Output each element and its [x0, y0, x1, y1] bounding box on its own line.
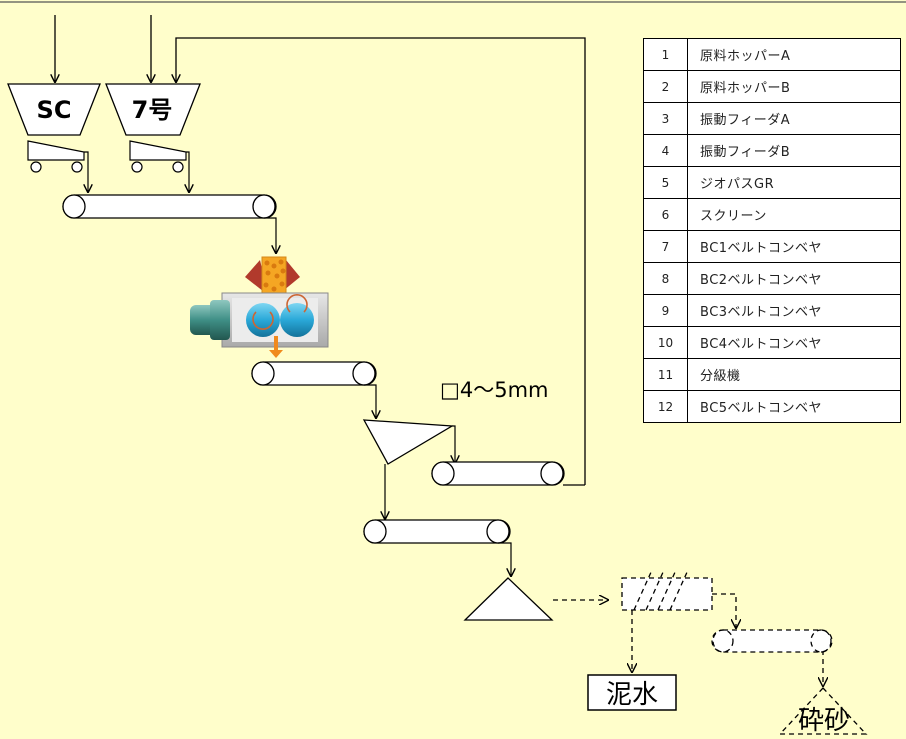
size-label: □4～5mm [440, 378, 548, 402]
legend-no: 12 [643, 390, 688, 423]
legend-name: 分級機 [687, 358, 901, 391]
legend-no: 2 [643, 70, 688, 103]
legend-name: 振動フィーダB [687, 134, 901, 167]
arrow-icon [712, 593, 736, 628]
arrow-icon [84, 151, 88, 192]
hopper-sc: SC [7, 83, 101, 136]
legend-no: 5 [643, 166, 688, 199]
legend-name: ジオパスGR [687, 166, 901, 199]
legend-no: 10 [643, 326, 688, 359]
belt-conveyor-bc5 [711, 629, 833, 653]
legend-no: 7 [643, 230, 688, 263]
arrow-icon [821, 651, 823, 686]
legend-no: 6 [643, 198, 688, 231]
screen [362, 419, 455, 465]
belt-conveyor-bc2 [251, 361, 377, 386]
belt-conveyor-bc3 [363, 519, 511, 544]
mud-water-box [587, 674, 677, 711]
legend-no: 11 [643, 358, 688, 391]
belt-conveyor-bc1 [62, 194, 277, 219]
legend-name: BC4ベルトコンベヤ [687, 326, 901, 359]
feed-arrows [55, 15, 586, 485]
arrow-icon [264, 217, 276, 253]
mud-water-label: 泥水 [606, 680, 658, 710]
vibrating-feeder-a [27, 140, 85, 173]
legend-name: BC2ベルトコンベヤ [687, 262, 901, 295]
screen-outputs [385, 425, 455, 519]
hopper-sc-label: SC [37, 96, 72, 124]
hopper-7-label: 7号 [132, 96, 173, 124]
legend-no: 8 [643, 262, 688, 295]
screw-classifier-icon [621, 577, 713, 611]
planned-process [553, 569, 868, 735]
legend-no: 3 [643, 102, 688, 135]
arrow-icon [452, 425, 455, 463]
hopper-7: 7号 [105, 83, 201, 136]
legend-no: 1 [643, 38, 688, 71]
legend-name: スクリーン [687, 198, 901, 231]
legend-name: 原料ホッパーB [687, 70, 901, 103]
legend-no: 9 [643, 294, 688, 327]
belt-conveyor-bc4 [431, 461, 565, 486]
crusher-icon [190, 256, 329, 358]
legend-name: 振動フィーダA [687, 102, 901, 135]
return-line-arrow [176, 37, 586, 485]
legend-name: BC1ベルトコンベヤ [687, 230, 901, 263]
arrow-icon [364, 384, 376, 418]
legend-name: 原料ホッパーA [687, 38, 901, 71]
crushed-sand-label: 砕砂 [798, 706, 850, 736]
legend-no: 4 [643, 134, 688, 167]
arrow-icon [186, 151, 189, 192]
vibrating-feeder-b [129, 140, 187, 173]
crushed-sand-pile [778, 687, 868, 735]
sand-pile-icon [463, 577, 554, 621]
legend-name: BC5ベルトコンベヤ [687, 390, 901, 423]
legend-name: BC3ベルトコンベヤ [687, 294, 901, 327]
feeder-drop-arrows [84, 151, 189, 192]
arrow-icon [498, 542, 511, 576]
